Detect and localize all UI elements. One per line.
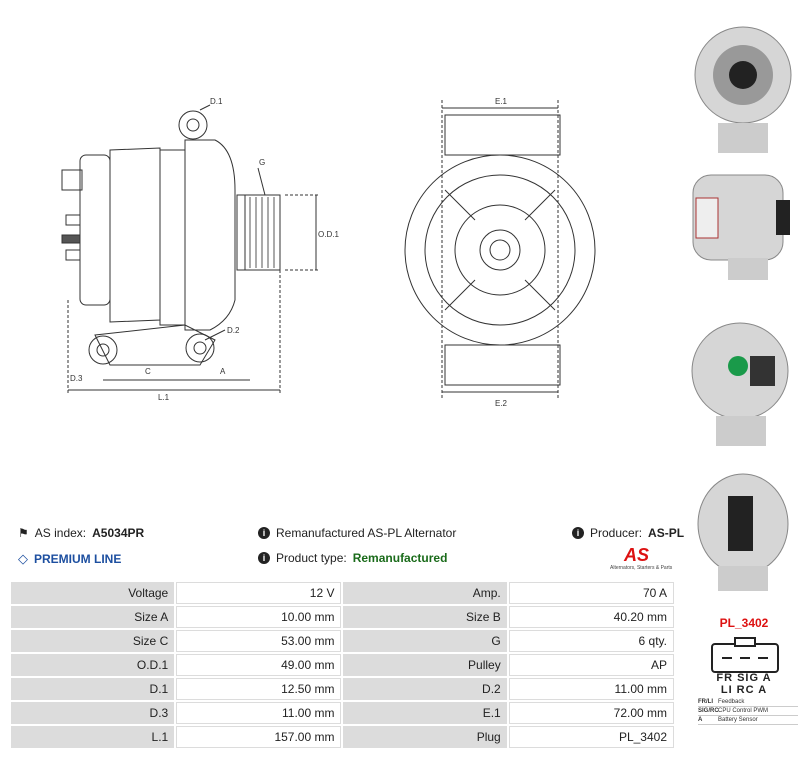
- spec-label: Size A: [11, 606, 175, 628]
- product-type-value: Remanufactured: [352, 551, 448, 565]
- spec-label: L.1: [11, 726, 175, 748]
- as-index-value: A5034PR: [92, 526, 145, 540]
- legend-key: FR/LI: [698, 699, 713, 705]
- spec-label: Size B: [343, 606, 507, 628]
- label-e2: E.2: [495, 399, 508, 408]
- info-icon: i: [572, 527, 584, 539]
- alternator-photo-angle[interactable]: [688, 456, 793, 596]
- plug-connector-icon: [711, 637, 779, 673]
- spec-value: 6 qty.: [508, 630, 674, 652]
- spec-label: D.2: [343, 678, 507, 700]
- alternator-photo-rear[interactable]: [688, 296, 793, 451]
- as-pl-logo: AS Alternators, Starters & Parts: [600, 545, 680, 573]
- label-e1: E.1: [495, 97, 508, 106]
- label-a: A: [220, 367, 226, 376]
- product-photos: [682, 0, 800, 600]
- info-icon: i: [258, 527, 270, 539]
- spec-value: 70 A: [508, 582, 674, 604]
- spec-value: 12 V: [176, 582, 342, 604]
- spec-label: D.1: [11, 678, 175, 700]
- spec-label: D.3: [11, 702, 175, 724]
- diamond-icon: ◇: [18, 551, 28, 566]
- label-d1: D.1: [210, 97, 223, 106]
- legend-text: Feedback: [718, 699, 745, 705]
- label-c: C: [145, 367, 151, 376]
- legend-item: FR/LI Feedback: [698, 698, 798, 707]
- info-icon: i: [258, 552, 270, 564]
- legend-text: Battery Sensor: [718, 717, 758, 723]
- producer: i Producer: AS-PL: [572, 526, 684, 540]
- spec-value: 10.00 mm: [176, 606, 342, 628]
- premium-label: PREMIUM LINE: [34, 552, 122, 566]
- label-g: G: [259, 158, 265, 167]
- label-l1: L.1: [158, 393, 170, 402]
- description-text: Remanufactured AS-PL Alternator: [276, 526, 457, 540]
- as-index: ⚑ AS index: A5034PR: [18, 526, 144, 540]
- technical-drawing: D.1 G O.D.1 D.2 D.3 C A L.1 E.1 E.2: [61, 97, 596, 408]
- spec-value: PL_3402: [508, 726, 674, 748]
- spec-label: Amp.: [343, 582, 507, 604]
- producer-value: AS-PL: [648, 526, 685, 540]
- spec-value: 40.20 mm: [508, 606, 674, 628]
- logo-tagline: Alternators, Starters & Parts: [610, 565, 673, 571]
- plug-title: PL_3402: [719, 616, 769, 630]
- spec-label: Plug: [343, 726, 507, 748]
- spec-label: O.D.1: [11, 654, 175, 676]
- alternator-photo-side[interactable]: [688, 160, 793, 285]
- tag-icon: ⚑: [18, 526, 29, 540]
- as-index-label: AS index:: [34, 526, 87, 540]
- spec-value: 53.00 mm: [176, 630, 342, 652]
- producer-label: Producer:: [590, 526, 643, 540]
- spec-label: G: [343, 630, 507, 652]
- product-type: i Product type: Remanufactured: [258, 551, 447, 565]
- plug-pins-bottom: LI RC A: [720, 684, 768, 696]
- plug-pins-top: FR SIG A: [716, 672, 772, 684]
- spec-label: Voltage: [11, 582, 175, 604]
- legend-key: A: [698, 717, 703, 723]
- legend-item: A Battery Sensor: [698, 716, 798, 725]
- spec-value: AP: [508, 654, 674, 676]
- alternator-photo-front[interactable]: [688, 5, 793, 155]
- spec-label: E.1: [343, 702, 507, 724]
- label-od1: O.D.1: [318, 230, 339, 239]
- spec-value: 12.50 mm: [176, 678, 342, 700]
- product-type-label: Product type:: [276, 551, 347, 565]
- spec-value: 72.00 mm: [508, 702, 674, 724]
- description: i Remanufactured AS-PL Alternator: [258, 526, 456, 540]
- legend-text: CPU Control PWM: [718, 708, 769, 714]
- spec-label: Pulley: [343, 654, 507, 676]
- logo-mark: AS: [624, 545, 650, 565]
- premium-line: ◇ PREMIUM LINE: [18, 551, 121, 567]
- spec-value: 11.00 mm: [508, 678, 674, 700]
- legend-key: SIG/RC: [698, 708, 719, 714]
- label-d3: D.3: [70, 374, 83, 383]
- spec-value: 49.00 mm: [176, 654, 342, 676]
- spec-label: Size C: [11, 630, 175, 652]
- spec-value: 11.00 mm: [176, 702, 342, 724]
- label-d2: D.2: [227, 326, 240, 335]
- spec-value: 157.00 mm: [176, 726, 342, 748]
